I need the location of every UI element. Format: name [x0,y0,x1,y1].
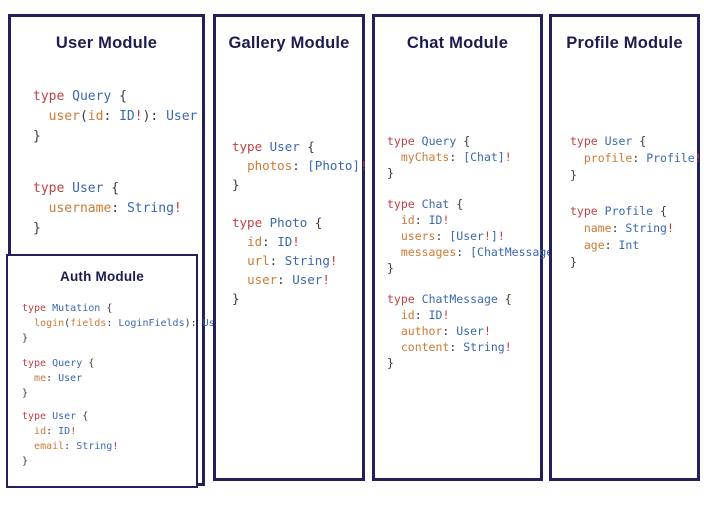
panel-profile-module: Profile Module type User { profile: Prof… [549,14,702,481]
user-module-title: User Module [55,34,158,52]
auth-module-title: Auth Module [60,269,144,284]
user-module-query-code: type Query { user(id: ID!): User} [33,89,198,144]
profile-module-user-code: type User { profile: Profile!} [570,134,702,182]
profile-module-profile-code: type Profile { name: String! age: Int} [570,204,674,269]
panel-chat-module: Chat Module type Query { myChats: [Chat]… [372,14,567,481]
auth-module-mutation-code: type Mutation { login(fields: LoginField… [22,303,227,344]
panel-gallery-module: Gallery Module type User { photos: [Phot… [213,14,368,481]
gallery-module-photo-code: type Photo { id: ID! url: String! user: … [232,215,338,306]
chat-module-chat-code: type Chat { id: ID! users: [User!]! mess… [387,197,567,275]
gallery-module-user-code: type User { photos: [Photo]!} [232,139,368,192]
chat-module-title: Chat Module [406,34,509,52]
chat-module-query-code: type Query { myChats: [Chat]!} [387,134,512,180]
panel-user-module: User Module type Query { user(id: ID!): … [6,14,227,488]
profile-module-title: Profile Module [566,34,683,52]
gallery-module-title: Gallery Module [228,34,350,52]
chat-module-chatmessage-code: type ChatMessage { id: ID! author: User!… [387,292,512,370]
panel-auth-module: Auth Module type Mutation { login(fields… [6,254,227,488]
auth-module-user-code: type User { id: ID! email: String!} [22,411,119,467]
user-module-user-code: type User { username: String!} [33,181,182,236]
auth-module-query-code: type Query { me: User} [22,358,95,399]
